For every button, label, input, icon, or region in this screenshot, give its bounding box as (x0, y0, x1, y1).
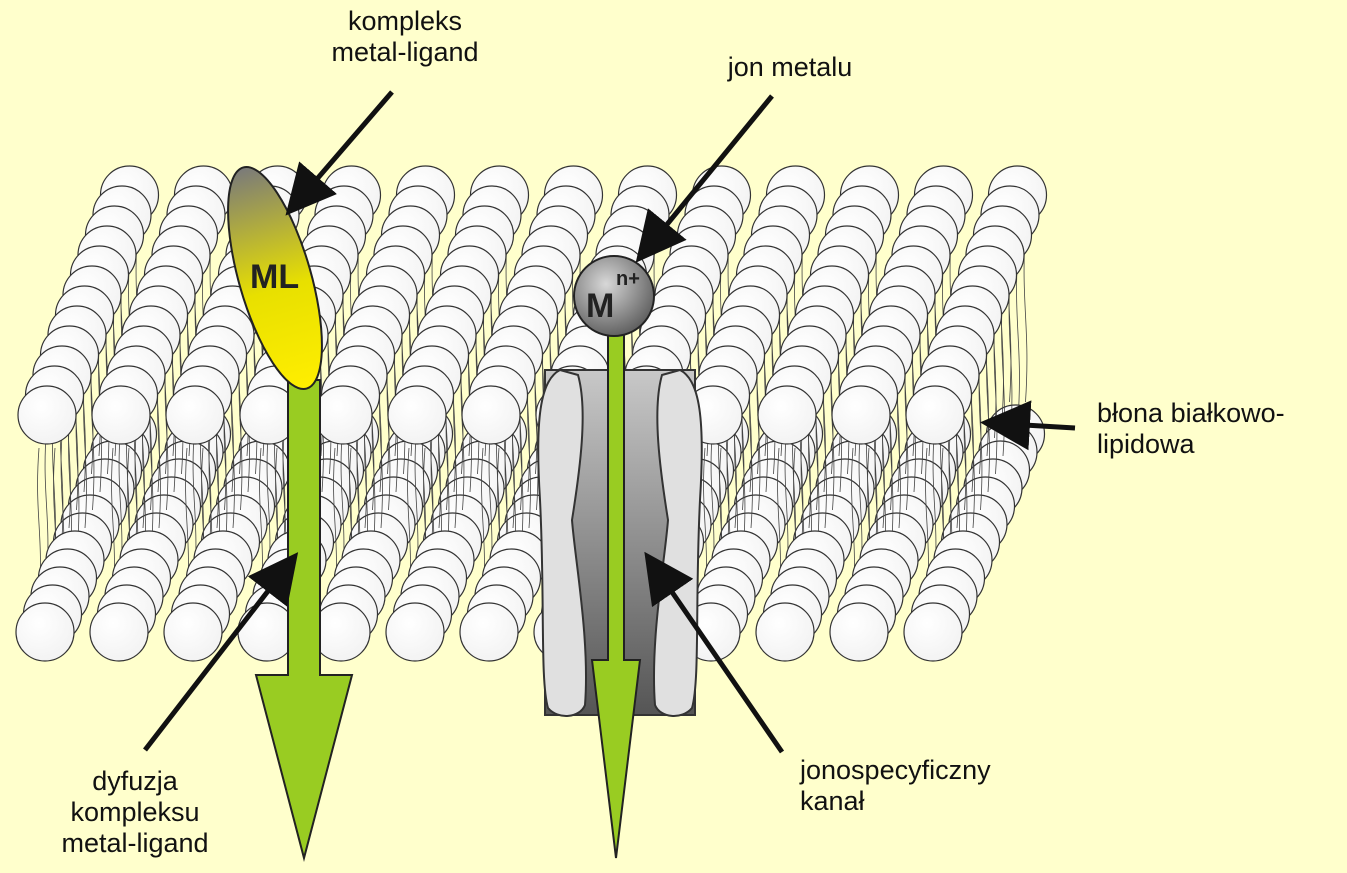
ion-charge: n+ (616, 268, 640, 291)
lipid-head (758, 386, 816, 444)
lipid-head (906, 386, 964, 444)
lipid-head (92, 386, 150, 444)
lipid-head (18, 386, 76, 444)
lipid-head (164, 603, 222, 661)
label-channel-line1: jonospecyficzny (800, 755, 1030, 786)
lipid-head (462, 386, 520, 444)
label-channel-line2: kanał (800, 786, 1030, 817)
label-membrane-line2: lipidowa (1097, 429, 1342, 460)
lipid-head (16, 603, 74, 661)
complex-symbol: ML (250, 258, 299, 297)
lipid-head (386, 603, 444, 661)
lipid-head (460, 603, 518, 661)
label-diffusion-line1: dyfuzja (20, 766, 250, 797)
label-diffusion-line2: kompleksu (20, 797, 250, 828)
lipid-head (832, 386, 890, 444)
label-complex: kompleks metal-ligand (290, 6, 520, 68)
upper-leaflet (18, 166, 1047, 444)
ion-symbol: M (586, 287, 614, 326)
label-membrane-line1: błona białkowo- (1097, 398, 1342, 429)
label-channel: jonospecyficzny kanał (800, 755, 1030, 817)
lipid-head (904, 603, 962, 661)
lipid-head (314, 386, 372, 444)
lipid-head (166, 386, 224, 444)
lipid-head (388, 386, 446, 444)
label-diffusion: dyfuzja kompleksu metal-ligand (20, 766, 250, 859)
label-membrane: błona białkowo- lipidowa (1097, 398, 1342, 460)
label-complex-line1: kompleks (290, 6, 520, 37)
lipid-head (756, 603, 814, 661)
label-complex-line2: metal-ligand (290, 37, 520, 68)
label-diffusion-line3: metal-ligand (20, 828, 250, 859)
label-ion: jon metalu (690, 52, 890, 83)
lipid-head (830, 603, 888, 661)
lipid-head (90, 603, 148, 661)
